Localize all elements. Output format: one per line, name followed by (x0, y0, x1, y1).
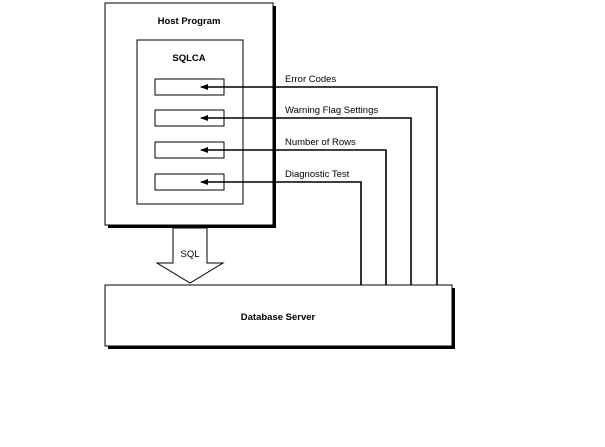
connector-label-warning-flags: Warning Flag Settings (285, 105, 378, 116)
database-server-title: Database Server (241, 312, 316, 323)
host-program-title: Host Program (158, 16, 221, 27)
connector-label-error-codes: Error Codes (285, 74, 336, 85)
sqlca-title: SQLCA (172, 53, 205, 64)
database-server-box: Database Server (104, 284, 455, 349)
connector-error-codes: Error Codes (200, 74, 438, 285)
sql-arrow-label: SQL (180, 249, 199, 260)
connector-label-diagnostic-test: Diagnostic Test (285, 169, 350, 180)
connector-number-of-rows: Number of Rows (200, 137, 387, 285)
sql-arrow: SQL (155, 227, 225, 284)
connector-diagnostic-test: Diagnostic Test (200, 169, 362, 285)
connector-label-number-of-rows: Number of Rows (285, 137, 356, 148)
connector-warning-flags: Warning Flag Settings (200, 105, 412, 285)
